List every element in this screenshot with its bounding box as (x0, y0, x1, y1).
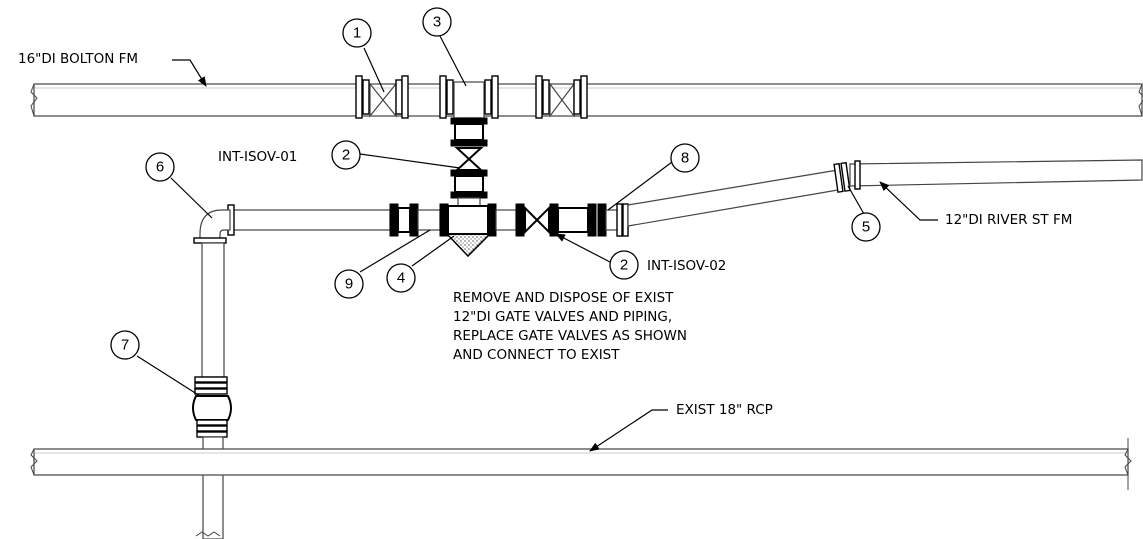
int-isov-01-valve (450, 147, 488, 207)
callout-5: 5 (847, 185, 881, 242)
callout-3: 3 (422, 7, 467, 87)
callout-2-isov-02: 2 (555, 233, 639, 280)
river-st-fm-text: 12"DI RIVER ST FM (945, 212, 1072, 228)
callout-6: 6 (145, 152, 213, 219)
note-line-4: AND CONNECT TO EXIST (453, 347, 620, 363)
bolton-fm-pipe (30, 83, 1143, 117)
bolton-fm-text: 16"DI BOLTON FM (18, 51, 138, 67)
svg-text:5: 5 (862, 219, 870, 236)
svg-text:9: 9 (345, 276, 353, 293)
svg-text:3: 3 (433, 14, 441, 31)
svg-text:2: 2 (620, 257, 628, 274)
exist-rcp-text: EXIST 18" RCP (676, 402, 773, 418)
label-bolton-fm: 16"DI BOLTON FM (18, 51, 207, 87)
label-isov-01: INT-ISOV-01 (218, 149, 297, 165)
callout-4: 4 (386, 235, 455, 293)
callout-1: 1 (342, 18, 385, 93)
existing-gate-valve-right (535, 75, 588, 119)
exist-rcp-pipe (30, 438, 1132, 490)
svg-text:4: 4 (397, 270, 405, 287)
elbow-and-drop-pipe (192, 209, 232, 539)
callout-9: 9 (334, 229, 431, 299)
note-line-1: REMOVE AND DISPOSE OF EXIST (453, 290, 674, 306)
label-exist-rcp: EXIST 18" RCP (589, 402, 773, 452)
general-note: REMOVE AND DISPOSE OF EXIST 12"DI GATE V… (453, 290, 687, 363)
river-st-fm-pipe (605, 159, 1143, 237)
svg-text:2: 2 (342, 147, 350, 164)
callout-8: 8 (607, 143, 700, 211)
callout-2-isov-01: 2 (331, 140, 461, 170)
label-river-st-fm: 12"DI RIVER ST FM (879, 181, 1072, 228)
existing-gate-valve-1 (355, 75, 409, 119)
svg-text:1: 1 (353, 25, 361, 42)
isov-01-text: INT-ISOV-01 (218, 149, 297, 165)
bolton-tee-3 (439, 75, 499, 119)
note-line-3: REPLACE GATE VALVES AS SHOWN (453, 328, 687, 344)
svg-text:6: 6 (156, 159, 164, 176)
label-isov-02: INT-ISOV-02 (647, 258, 726, 274)
isov-02-text: INT-ISOV-02 (647, 258, 726, 274)
riser-pipe (450, 117, 488, 147)
thrust-block (445, 233, 492, 258)
note-line-2: 12"DI GATE VALVES AND PIPING, (453, 309, 672, 325)
callout-7: 7 (110, 330, 201, 397)
svg-text:8: 8 (681, 150, 689, 167)
new-12-inch-pipe (227, 203, 607, 237)
svg-text:7: 7 (121, 337, 129, 354)
